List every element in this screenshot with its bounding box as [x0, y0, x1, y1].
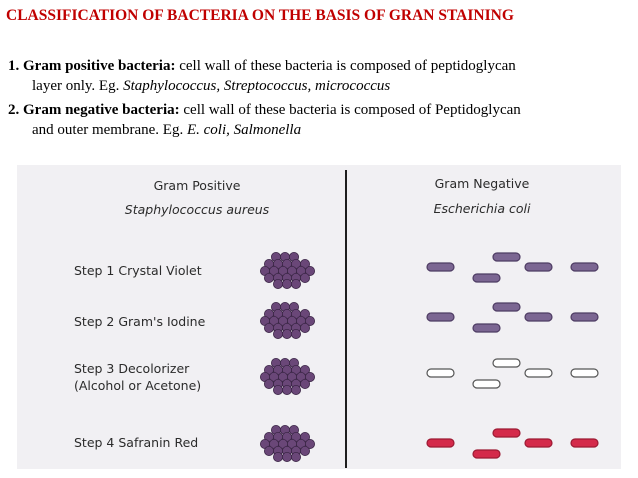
bacillus-cell [472, 449, 501, 459]
step-label: Step 2 Gram's Iodine [74, 314, 206, 329]
cocci-cluster-icon [260, 252, 316, 289]
bacillus-cell [570, 438, 599, 448]
coccus-cell [272, 384, 283, 395]
cocci-cluster-icon [260, 425, 316, 462]
coccus-cell [290, 451, 301, 462]
coccus-cell [272, 451, 283, 462]
coccus-cell [272, 278, 283, 289]
bacillus-cell [472, 379, 501, 389]
point-gram-negative: 2. Gram negative bacteria: cell wall of … [8, 100, 632, 140]
coccus-cell [264, 272, 274, 283]
point-line2: layer only. Eg. Staphylococcus, Streptoc… [8, 76, 632, 96]
coccus-cell [300, 378, 311, 389]
bacillus-cell [492, 428, 521, 438]
bacilli-rods-icon [426, 358, 599, 389]
point-examples: Staphylococcus, Streptococcus, micrococc… [123, 78, 391, 94]
column-divider [345, 170, 347, 468]
coccus-cell [300, 272, 311, 283]
bacillus-cell [426, 312, 455, 322]
point-text: cell wall of these bacteria is composed … [175, 58, 516, 74]
gram-stain-figure: Gram Positive Staphylococcus aureus Gram… [17, 165, 621, 469]
coccus-cell [290, 384, 301, 395]
bacillus-cell [524, 438, 553, 448]
slide-title: CLASSIFICATION OF BACTERIA ON THE BASIS … [6, 7, 514, 24]
bacillus-cell [492, 358, 521, 368]
point-heading: Gram positive bacteria: [23, 58, 176, 74]
coccus-cell [281, 328, 292, 339]
coccus-cell [264, 445, 274, 456]
point-text-2: layer only. Eg. [32, 78, 124, 94]
coccus-cell [305, 438, 316, 449]
cocci-cluster-icon [260, 302, 316, 339]
bacillus-cell [570, 368, 599, 378]
coccus-cell [264, 322, 274, 333]
step-label: Step 3 Decolorizer (Alcohol or Acetone) [74, 360, 201, 394]
coccus-cell [281, 451, 292, 462]
cocci-cluster-icon [260, 358, 316, 395]
point-line2: and outer membrane. Eg. E. coli, Salmone… [8, 120, 632, 140]
bacillus-cell [524, 368, 553, 378]
bacillus-cell [524, 312, 553, 322]
bacillus-cell [472, 273, 501, 283]
bacilli-rods-icon [426, 428, 599, 459]
coccus-cell [290, 278, 301, 289]
coccus-cell [300, 445, 311, 456]
step-label: Step 4 Safranin Red [74, 435, 199, 450]
coccus-cell [305, 265, 316, 276]
point-heading: Gram negative bacteria: [23, 102, 180, 118]
point-number: 2. [8, 102, 20, 118]
bacillus-cell [492, 302, 521, 312]
point-gram-positive: 1. Gram positive bacteria: cell wall of … [8, 56, 632, 96]
step-label: Step 1 Crystal Violet [74, 263, 202, 278]
bacilli-rods-icon [426, 302, 599, 333]
coccus-cell [290, 328, 301, 339]
point-text: cell wall of these bacteria is composed … [179, 102, 521, 118]
coccus-cell [305, 315, 316, 326]
coccus-cell [281, 384, 292, 395]
point-text-2: and outer membrane. Eg. [32, 122, 187, 138]
coccus-cell [281, 278, 292, 289]
bacilli-rods-icon [426, 252, 599, 283]
bacillus-cell [426, 438, 455, 448]
coccus-cell [300, 322, 311, 333]
coccus-cell [272, 328, 283, 339]
coccus-cell [264, 378, 274, 389]
step-label-line1: Step 3 Decolorizer [74, 361, 190, 376]
bacillus-cell [492, 252, 521, 262]
coccus-cell [305, 371, 316, 382]
gram-positive-title: Gram Positive [153, 178, 241, 193]
bacillus-cell [524, 262, 553, 272]
bacillus-cell [570, 312, 599, 322]
bacillus-cell [472, 323, 501, 333]
bacillus-cell [426, 262, 455, 272]
gram-negative-title: Gram Negative [434, 176, 530, 191]
bacillus-cell [570, 262, 599, 272]
gram-positive-organism: Staphylococcus aureus [124, 202, 270, 217]
step-label-line2: (Alcohol or Acetone) [74, 378, 202, 393]
point-examples: E. coli, Salmonella [186, 122, 302, 138]
gram-negative-organism: Escherichia coli [433, 201, 531, 216]
bacillus-cell [426, 368, 455, 378]
point-number: 1. [8, 58, 20, 74]
